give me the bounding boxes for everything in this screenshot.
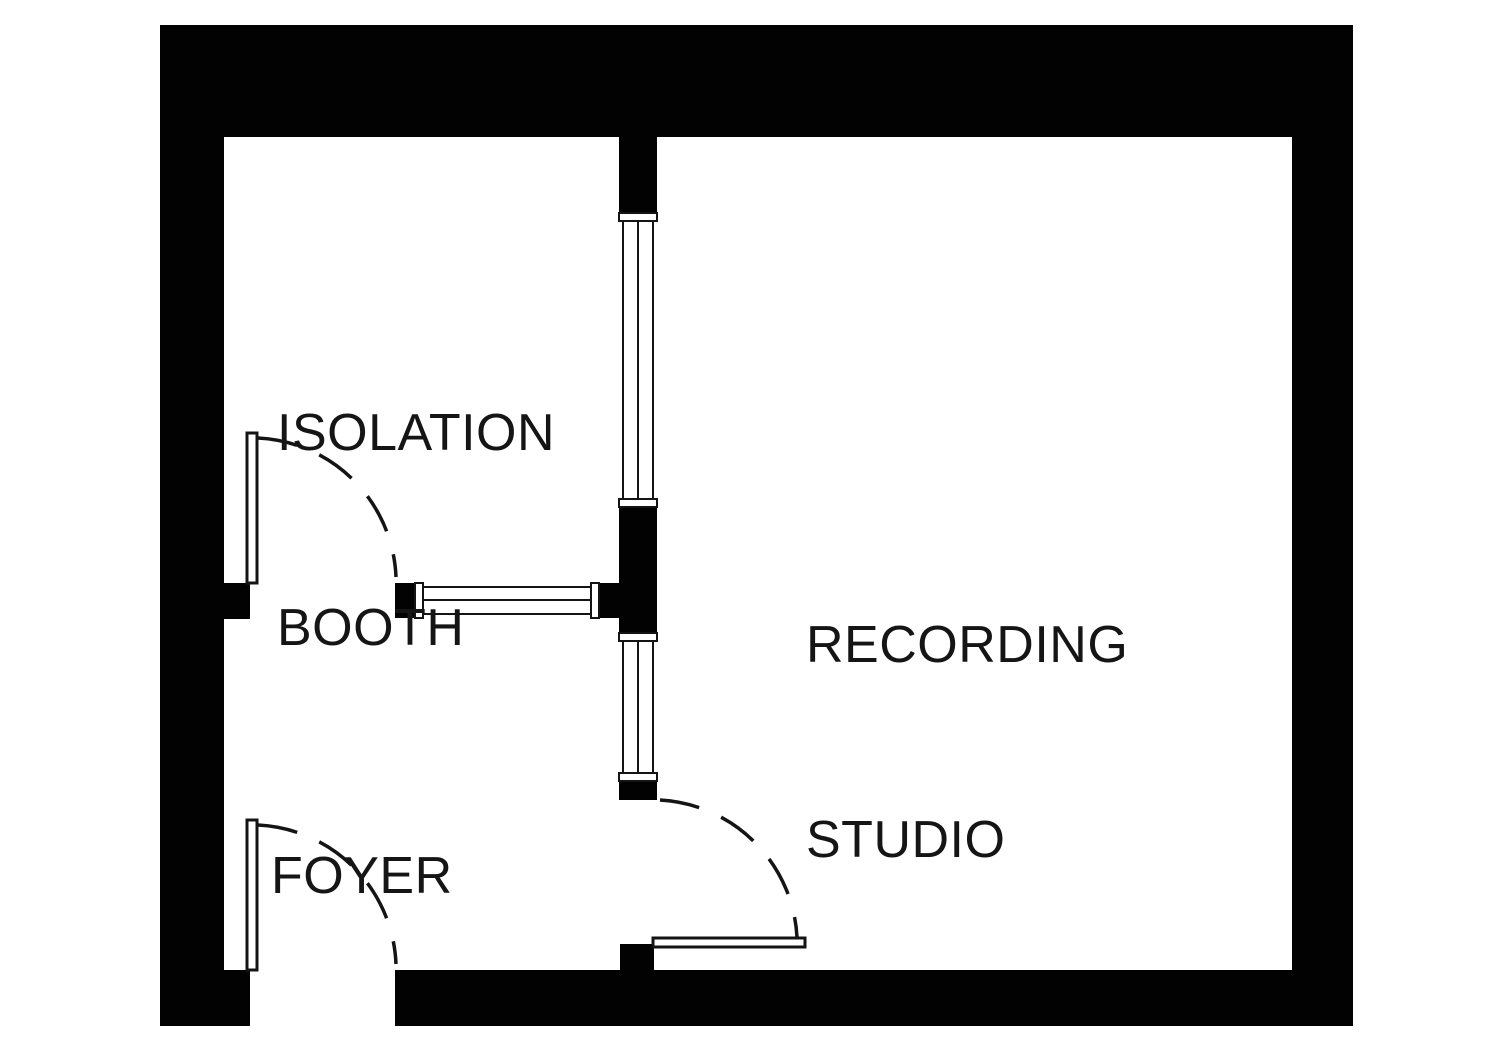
window-sill: [590, 582, 600, 619]
studio-window-lower: [618, 632, 658, 782]
door-leaf: [245, 431, 259, 585]
door-swing-arc: [257, 436, 398, 578]
room-label-recording-studio: RECORDING STUDIO: [806, 483, 1128, 1003]
room-label-line: FOYER: [271, 847, 453, 905]
door-swing-arc: [659, 798, 799, 938]
wall-bottom-left-segment: [160, 970, 250, 1026]
booth-foyer-window: [414, 582, 600, 619]
room-label-foyer: FOYER: [271, 714, 453, 1039]
foyer-studio-door: [651, 798, 807, 949]
room-label-line: STUDIO: [806, 811, 1006, 869]
interior-wall-vertical-lower: [619, 781, 657, 800]
wall-right: [1292, 25, 1353, 1026]
door-leaf: [651, 936, 807, 949]
wall-top: [160, 25, 1353, 137]
interior-wall-stub-left: [395, 583, 415, 618]
room-label-line: ISOLATION: [277, 404, 556, 462]
interior-wall-left-jamb: [224, 583, 250, 619]
wall-bottom-right-segment: [395, 970, 1353, 1026]
interior-wall-door-hinge-block: [620, 944, 654, 970]
window-sill: [618, 212, 658, 222]
entry-door: [245, 818, 398, 972]
room-label-line: RECORDING: [806, 616, 1129, 674]
studio-window-upper: [618, 212, 658, 508]
interior-wall-stub-right: [599, 583, 619, 618]
window-sill: [618, 498, 658, 508]
door-leaf: [245, 818, 259, 972]
interior-wall-vertical-upper: [619, 137, 657, 213]
isolation-booth-door: [245, 431, 398, 585]
interior-wall-vertical-middle: [619, 507, 657, 633]
window-sill: [618, 772, 658, 782]
door-swing-arc: [257, 823, 398, 965]
room-label-isolation-booth: ISOLATION BOOTH: [277, 271, 555, 791]
window-sill: [618, 632, 658, 642]
wall-left: [160, 25, 224, 1026]
room-label-line: BOOTH: [277, 599, 465, 657]
